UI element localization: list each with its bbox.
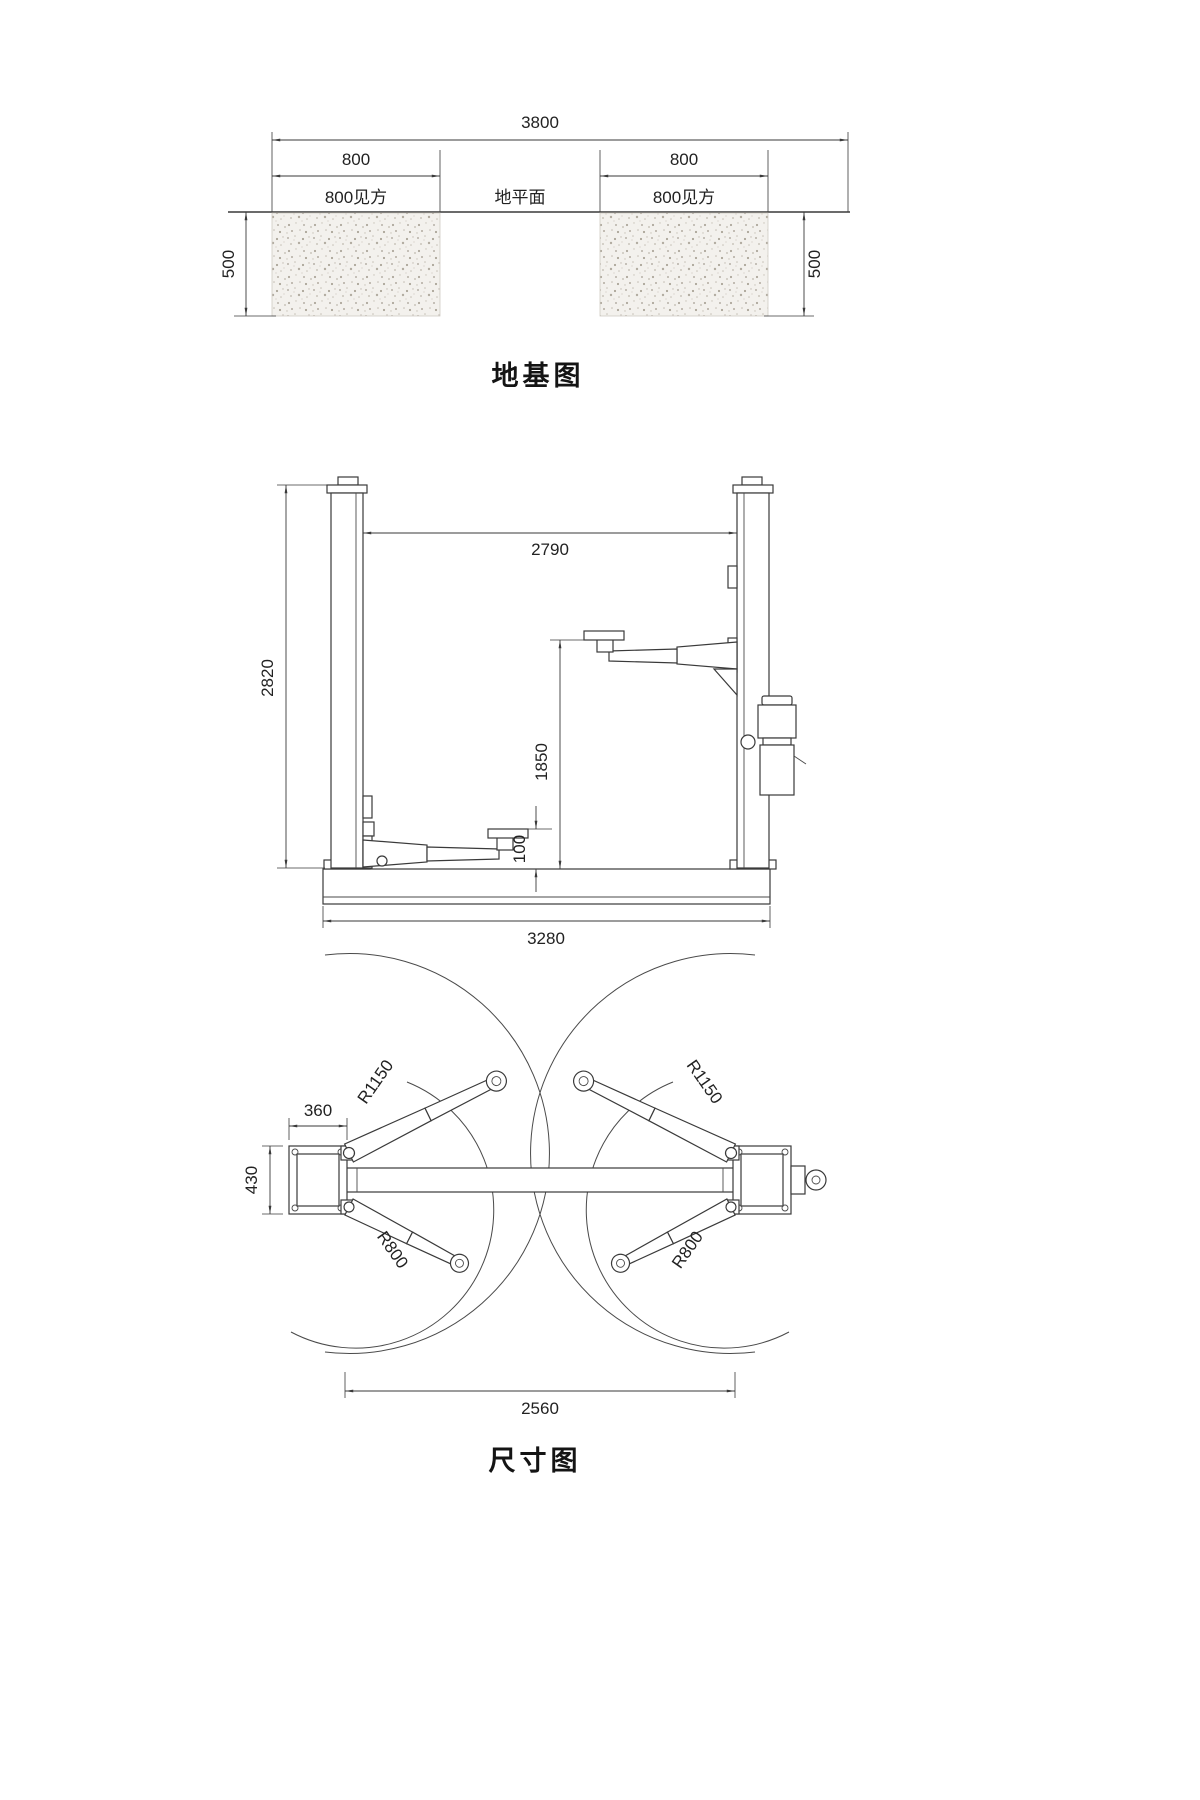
right-lift-arm — [583, 630, 738, 697]
dim-2560: 2560 — [521, 1399, 559, 1418]
left-short-arm-swing-arc — [290, 1081, 495, 1349]
label-800-square-right: 800见方 — [653, 188, 715, 207]
dim-800-right: 800 — [670, 150, 698, 169]
dim-430: 430 — [242, 1166, 261, 1194]
dim-800-left: 800 — [342, 150, 370, 169]
arm-pivot — [724, 1146, 738, 1160]
left-post — [326, 476, 375, 869]
left-long-arm-swing-arc — [324, 953, 550, 1354]
power-unit-plan — [790, 1165, 827, 1195]
dim-left-depth: 500 — [219, 212, 276, 317]
post-hole — [740, 734, 756, 750]
dim-left-block-width: 800 — [272, 150, 441, 212]
arm-wheel — [572, 1070, 595, 1092]
dim-pad-height: 100 — [510, 806, 552, 892]
label-r1150-left: R1150 — [354, 1056, 398, 1107]
dim-base-width: 3280 — [322, 906, 771, 948]
dim-500-left: 500 — [219, 250, 238, 278]
front-elevation: 2790 2820 1850 100 3280 — [258, 476, 807, 948]
dim-1850: 1850 — [532, 743, 551, 781]
dim-total-width: 3800 — [271, 113, 849, 212]
dim-post-base-width: 360 — [288, 1101, 348, 1140]
dim-3280: 3280 — [527, 929, 565, 948]
left-post-plan — [288, 1145, 354, 1215]
arm-wheel — [449, 1253, 470, 1273]
dim-post-base-depth: 430 — [242, 1145, 283, 1215]
arm-pivot — [343, 1201, 355, 1213]
oil-tank — [759, 744, 795, 796]
dim-3800: 3800 — [521, 113, 559, 132]
right-post-plan — [726, 1145, 792, 1215]
right-long-arm-swing-arc — [530, 953, 756, 1354]
dim-lift-height: 1850 — [532, 639, 586, 869]
label-ground-plane: 地平面 — [495, 188, 546, 207]
arm-wheel — [610, 1253, 631, 1273]
left-lift-pad — [487, 828, 529, 839]
rear-right-short-arm — [610, 1198, 737, 1273]
dim-360: 360 — [304, 1101, 332, 1120]
left-foundation-block — [271, 212, 441, 317]
left-lift-arm — [362, 828, 529, 869]
dim-500-right: 500 — [805, 250, 824, 278]
right-pad-stem — [596, 638, 614, 653]
arm-roller — [376, 855, 388, 867]
label-r1150-right: R1150 — [683, 1056, 727, 1107]
front-left-long-arm — [342, 1070, 508, 1163]
right-post — [727, 476, 774, 869]
right-lift-pad — [583, 630, 625, 641]
rear-left-short-arm — [343, 1198, 470, 1273]
dim-100: 100 — [510, 835, 529, 863]
arm-wheel — [485, 1070, 508, 1092]
motor-plan — [805, 1169, 827, 1191]
motor-cap — [761, 695, 793, 706]
right-short-arm-swing-arc — [585, 1081, 790, 1349]
dim-right-depth: 500 — [764, 212, 824, 317]
foundation-title: 地基图 — [492, 361, 585, 391]
foundation-diagram: 3800 800 800 800见方 地平面 800见方 500 500 — [219, 113, 850, 391]
dim-right-block-width: 800 — [599, 150, 769, 212]
power-unit — [757, 695, 807, 796]
arm-pivot — [725, 1201, 737, 1213]
plan-view: R1150 R1150 R800 R800 360 430 2560 尺寸图 — [242, 953, 827, 1476]
right-carriage — [727, 565, 738, 589]
dim-inner-span: 2790 — [363, 531, 737, 559]
base-beam — [344, 1167, 736, 1193]
plan-title: 尺寸图 — [489, 1446, 582, 1476]
pump-flange — [762, 737, 792, 746]
dim-span: 2560 — [344, 1372, 736, 1418]
left-carriage — [362, 795, 373, 819]
base-plate — [322, 868, 771, 905]
front-right-long-arm — [572, 1070, 738, 1163]
dim-2790: 2790 — [531, 540, 569, 559]
dim-post-height: 2820 — [258, 484, 327, 869]
arm-pivot — [342, 1146, 356, 1160]
right-foundation-block — [599, 212, 769, 317]
motor-body — [757, 704, 797, 739]
label-800-square-left: 800见方 — [325, 188, 387, 207]
dim-2820: 2820 — [258, 659, 277, 697]
